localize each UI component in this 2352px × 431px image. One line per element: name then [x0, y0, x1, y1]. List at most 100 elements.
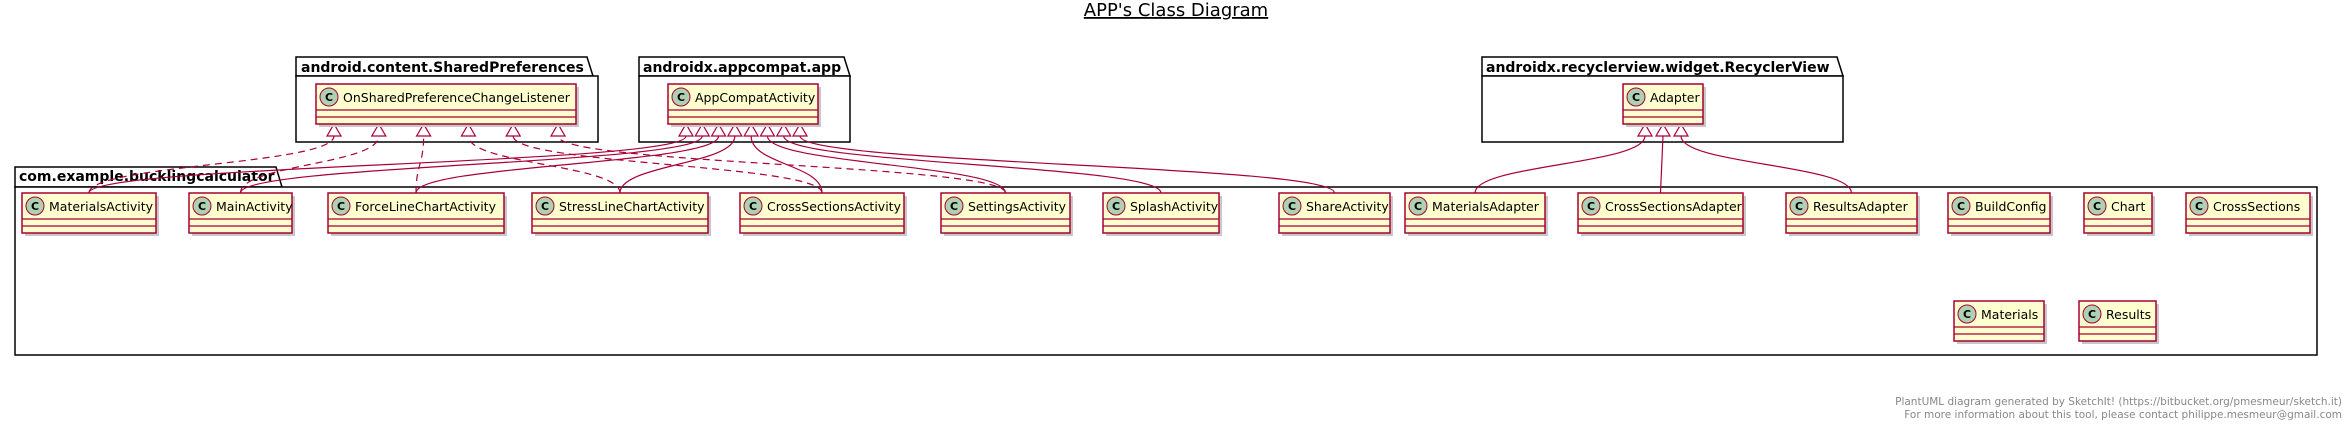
class-name-stresslinechartactivity: StressLineChartActivity — [559, 199, 705, 214]
class-name-shareactivity: ShareActivity — [1306, 199, 1389, 214]
inheritance-arrowhead — [549, 122, 567, 137]
realization-line — [557, 135, 1007, 194]
class-crosssectionsactivity: C CrossSectionsActivity — [739, 192, 907, 236]
relation-forcelinechartactivity-to-listener — [415, 122, 432, 194]
generalization-line — [750, 135, 823, 194]
relation-resultsadapter-to-adapter — [1672, 122, 1853, 194]
class-stereotype-letter: C — [325, 91, 333, 104]
generalization-line — [619, 135, 736, 194]
realization-line — [88, 135, 335, 194]
class-stereotype-icon — [671, 87, 691, 107]
class-stereotype-letter: C — [1963, 308, 1971, 321]
generalization-line — [799, 135, 1336, 194]
realization-line — [512, 135, 823, 194]
class-stereotype-icon — [192, 196, 212, 216]
inheritance-arrowhead — [710, 122, 727, 137]
class-stereotype-letter: C — [2088, 308, 2096, 321]
realization-line — [415, 135, 425, 194]
class-name-crosssectionsactivity: CrossSectionsActivity — [767, 199, 902, 214]
generalization-line — [783, 135, 1162, 194]
relation-splashactivity-to-appcompatactivity — [775, 122, 1162, 194]
class-name-splashactivity: SplashActivity — [1130, 199, 1219, 214]
class-stereotype-icon — [1581, 196, 1601, 216]
generalization-line — [766, 135, 1007, 194]
footer-line-1: PlantUML diagram generated by SketchIt! … — [1895, 396, 2342, 408]
generalization-line — [239, 135, 703, 194]
class-stereotype-letter: C — [950, 200, 958, 213]
relation-mainactivity-to-listener — [239, 122, 387, 194]
class-stereotype-letter: C — [1112, 200, 1120, 213]
relation-crosssectionsadapter-to-adapter — [1654, 122, 1672, 194]
relation-stresslinechartactivity-to-listener — [460, 122, 621, 194]
inheritance-arrowhead — [415, 122, 432, 137]
class-stereotype-letter: C — [541, 200, 549, 213]
generalization-line — [88, 135, 687, 194]
package-title-appcompat: androidx.appcompat.app — [643, 60, 841, 76]
class-materialsadapter: C MaterialsAdapter — [1404, 192, 1548, 236]
class-stereotype-icon — [1626, 87, 1646, 107]
class-stereotype-letter: C — [198, 200, 206, 213]
class-stereotype-icon — [2189, 196, 2209, 216]
diagram-title: APP's Class Diagram — [1084, 0, 1268, 21]
inheritance-arrowhead — [325, 122, 343, 137]
inheritance-arrowhead — [694, 122, 711, 137]
relation-shareactivity-to-appcompatactivity — [791, 122, 1336, 194]
relation-stresslinechartactivity-to-appcompatactivity — [619, 122, 743, 194]
class-name-chart: Chart — [2111, 199, 2145, 214]
generalization-line — [1659, 135, 1664, 194]
class-resultsadapter: C ResultsAdapter — [1785, 192, 1920, 236]
class-stereotype-letter: C — [337, 200, 345, 213]
inheritance-arrowhead — [775, 122, 792, 137]
inheritance-arrowhead — [505, 122, 522, 137]
class-stereotype-icon — [2087, 196, 2107, 216]
inheritance-arrowhead — [1672, 122, 1690, 137]
class-stereotype-letter: C — [1795, 200, 1803, 213]
class-stereotype-letter: C — [677, 91, 685, 104]
generalization-line — [1680, 135, 1853, 194]
class-stereotype-letter: C — [31, 200, 39, 213]
package-title-recyclerview: androidx.recyclerview.widget.RecyclerVie… — [1486, 60, 1830, 76]
class-stereotype-icon — [1789, 196, 1809, 216]
relation-materialsactivity-to-appcompatactivity — [88, 122, 695, 194]
class-stereotype-icon — [1106, 196, 1126, 216]
class-name-materialsadapter: MaterialsAdapter — [1432, 199, 1540, 214]
footer-line-2: For more information about this tool, pl… — [1904, 409, 2342, 421]
class-stereotype-letter: C — [1288, 200, 1296, 213]
class-stereotype-letter: C — [749, 200, 757, 213]
class-name-listener: OnSharedPreferenceChangeListener — [343, 90, 571, 105]
class-name-resultsadapter: ResultsAdapter — [1813, 199, 1909, 214]
inheritance-arrowhead — [791, 122, 809, 137]
realization-line — [467, 135, 621, 194]
class-stereotype-icon — [1957, 304, 1977, 324]
package-title-sharedpreferences: android.content.SharedPreferences — [301, 60, 584, 76]
class-stereotype-icon — [319, 87, 339, 107]
class-stereotype-letter: C — [1587, 200, 1595, 213]
class-listener: C OnSharedPreferenceChangeListener — [315, 83, 579, 127]
inheritance-arrowhead — [743, 122, 760, 137]
class-stereotype-icon — [743, 196, 763, 216]
relation-settingsactivity-to-listener — [549, 122, 1007, 194]
relation-forcelinechartactivity-to-appcompatactivity — [415, 122, 727, 194]
class-stereotype-icon — [331, 196, 351, 216]
class-splashactivity: C SplashActivity — [1102, 192, 1222, 236]
class-stereotype-icon — [1282, 196, 1302, 216]
class-stereotype-letter: C — [1957, 200, 1965, 213]
inheritance-arrowhead — [460, 122, 477, 137]
class-stereotype-icon — [2082, 304, 2102, 324]
class-stereotype-letter: C — [1414, 200, 1422, 213]
package-title-bucklingcalculator: com.example.bucklingcalculator — [19, 169, 275, 185]
